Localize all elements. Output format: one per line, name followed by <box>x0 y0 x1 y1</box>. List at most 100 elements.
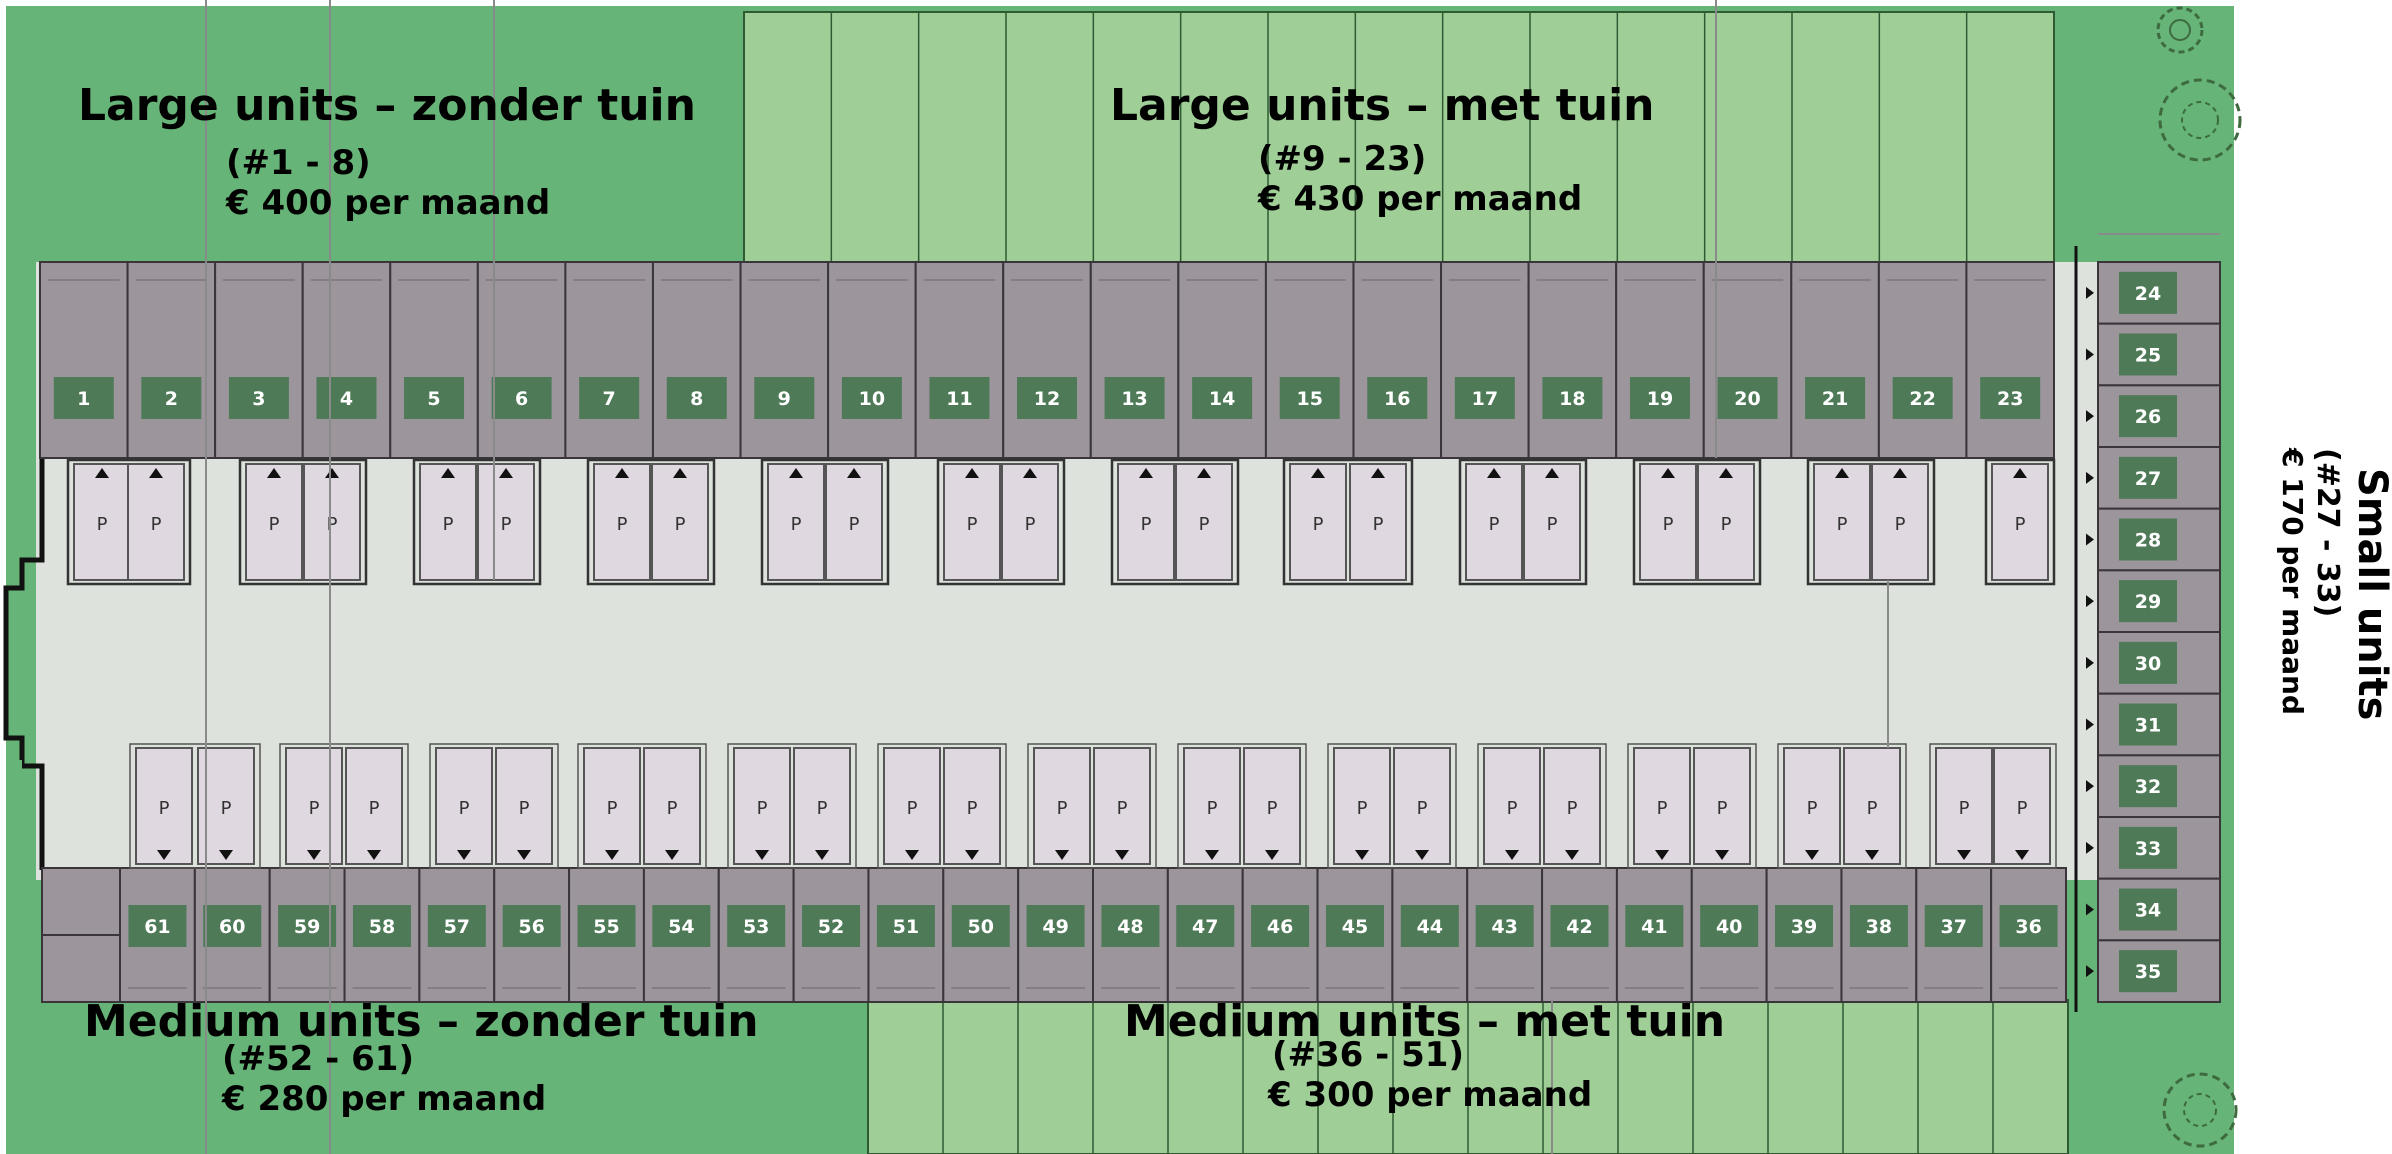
parking-space[interactable] <box>1639 463 1697 581</box>
parking-group <box>1110 458 1240 586</box>
parking-space[interactable] <box>793 747 851 865</box>
unit[interactable] <box>1177 261 1267 459</box>
unit-number: 9 <box>778 388 791 410</box>
unit[interactable] <box>651 261 742 459</box>
parking-space[interactable] <box>1465 463 1523 581</box>
parking-space[interactable] <box>1175 463 1233 581</box>
parking-space[interactable] <box>345 747 403 865</box>
unit[interactable] <box>301 261 392 459</box>
unit[interactable] <box>564 261 654 459</box>
unit[interactable] <box>39 261 129 459</box>
parking-space[interactable] <box>767 463 825 581</box>
parking-space[interactable] <box>1349 463 1407 581</box>
parking-space[interactable] <box>419 463 477 581</box>
parking-space[interactable] <box>1289 463 1347 581</box>
parking-arrow <box>1023 468 1037 478</box>
unit[interactable] <box>1089 261 1180 459</box>
parking-arrow <box>95 468 109 478</box>
unit-number: 34 <box>2135 900 2161 922</box>
parking-space[interactable] <box>1693 747 1751 865</box>
parking-space[interactable] <box>651 463 709 581</box>
parking-space[interactable] <box>583 747 641 865</box>
parking-space[interactable] <box>127 463 185 581</box>
unit[interactable] <box>126 261 217 459</box>
unit-number: 23 <box>1997 388 2023 410</box>
parking-group <box>1632 458 1762 586</box>
parking-arrow <box>157 850 171 860</box>
unit-number: 15 <box>1296 388 1322 410</box>
unit[interactable] <box>739 261 830 459</box>
parking-space[interactable] <box>943 463 1001 581</box>
parking-space[interactable] <box>1183 747 1241 865</box>
small-units-title: Small units <box>2349 468 2392 721</box>
parking-space[interactable] <box>303 463 361 581</box>
parking-space[interactable] <box>1993 747 2051 865</box>
unit[interactable] <box>214 261 304 459</box>
parking-space[interactable] <box>1813 463 1871 581</box>
parking-arrow <box>1139 468 1153 478</box>
unit[interactable] <box>1615 261 1705 459</box>
unit[interactable] <box>1440 261 1530 459</box>
parking-group <box>877 743 1007 869</box>
parking-space[interactable] <box>643 747 701 865</box>
unit[interactable] <box>827 261 917 459</box>
parking-space[interactable] <box>1393 747 1451 865</box>
unit-badge <box>1717 377 1778 419</box>
parking-space[interactable] <box>285 747 343 865</box>
unit[interactable] <box>1702 261 1793 459</box>
unit-number: 58 <box>369 916 395 938</box>
parking-space[interactable] <box>1871 463 1929 581</box>
parking-space[interactable] <box>1935 747 1993 865</box>
unit-badge <box>1892 377 1953 419</box>
unit-badge <box>316 377 377 419</box>
unit[interactable] <box>476 261 567 459</box>
unit-badge <box>929 377 990 419</box>
parking-space[interactable] <box>135 747 193 865</box>
parking-space[interactable] <box>1783 747 1841 865</box>
parking-arrow <box>789 468 803 478</box>
door-marker <box>2086 286 2094 299</box>
parking-space[interactable] <box>943 747 1001 865</box>
parking-label: P <box>1837 514 1848 535</box>
unit-badge <box>1454 377 1515 419</box>
parking-space[interactable] <box>1093 747 1151 865</box>
unit[interactable] <box>1527 261 1618 459</box>
unit[interactable] <box>914 261 1005 459</box>
unit[interactable] <box>1002 261 1092 459</box>
parking-space[interactable] <box>1991 463 2049 581</box>
parking-arrow <box>1311 468 1325 478</box>
parking-space[interactable] <box>1543 747 1601 865</box>
parking-space[interactable] <box>1333 747 1391 865</box>
parking-space[interactable] <box>825 463 883 581</box>
parking-space[interactable] <box>1033 747 1091 865</box>
parking-space[interactable] <box>197 747 255 865</box>
parking-space[interactable] <box>883 747 941 865</box>
parking-space[interactable] <box>1243 747 1301 865</box>
unit[interactable] <box>389 261 479 459</box>
parking-space[interactable] <box>593 463 651 581</box>
parking-space[interactable] <box>1523 463 1581 581</box>
parking-space[interactable] <box>495 747 553 865</box>
parking-label: P <box>607 798 618 819</box>
parking-space[interactable] <box>477 463 535 581</box>
parking-space[interactable] <box>1697 463 1755 581</box>
unit[interactable] <box>1352 261 1443 459</box>
parking-space[interactable] <box>1633 747 1691 865</box>
unit[interactable] <box>1877 261 1968 459</box>
parking-space[interactable] <box>1001 463 1059 581</box>
parking-label: P <box>1207 798 1218 819</box>
parking-space[interactable] <box>733 747 791 865</box>
unit-number: 21 <box>1822 388 1848 410</box>
unit[interactable] <box>1264 261 1355 459</box>
parking-space[interactable] <box>245 463 303 581</box>
parking-space[interactable] <box>1483 747 1541 865</box>
unit-badge <box>2119 456 2177 499</box>
parking-space[interactable] <box>1117 463 1175 581</box>
unit[interactable] <box>1965 261 2056 459</box>
unit[interactable] <box>1790 261 1880 459</box>
parking-arrow <box>965 850 979 860</box>
unit-number: 22 <box>1909 388 1935 410</box>
parking-space[interactable] <box>435 747 493 865</box>
parking-space[interactable] <box>1843 747 1901 865</box>
unit-number: 53 <box>743 916 769 938</box>
